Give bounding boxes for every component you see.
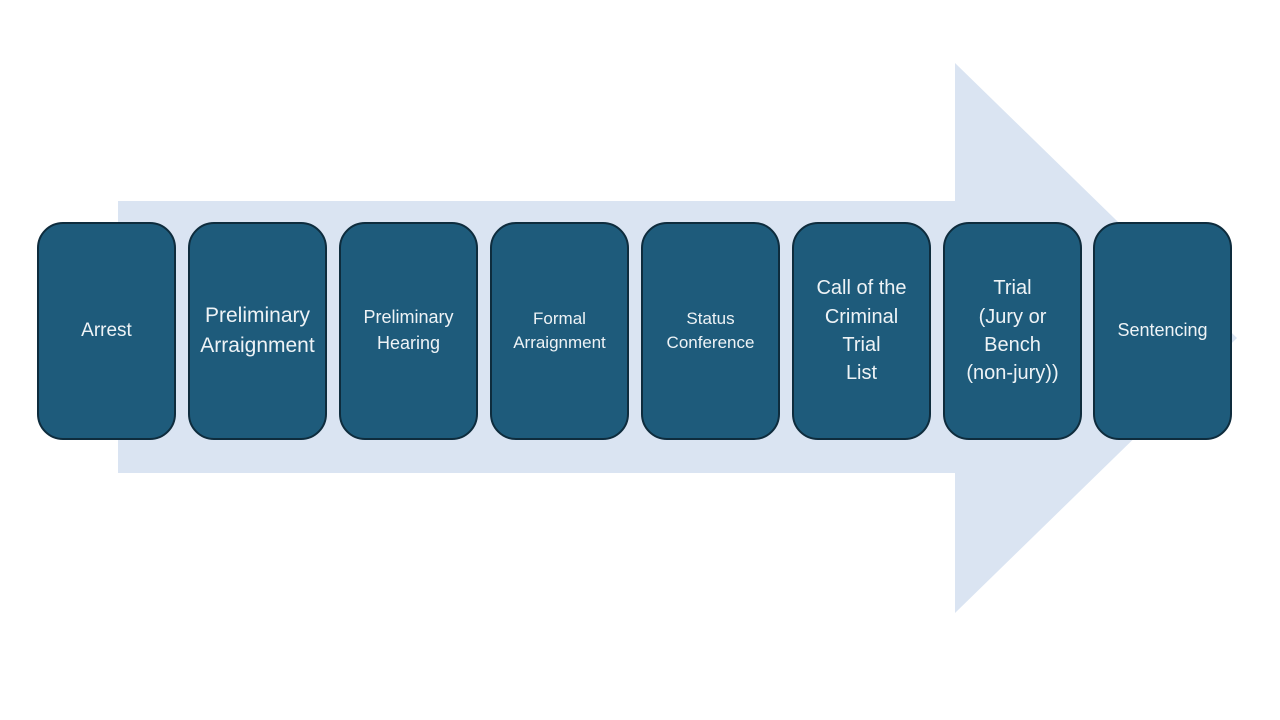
stage-box-preliminary-arraignment: Preliminary Arraignment: [188, 222, 327, 440]
stage-label: Call of the Criminal Trial List: [816, 277, 907, 385]
stage-label: Sentencing: [1117, 320, 1208, 341]
stage-box-arrest: Arrest: [37, 222, 176, 440]
stage-box-preliminary-hearing: Preliminary Hearing: [339, 222, 478, 440]
stage-label: Arrest: [81, 319, 132, 341]
stage-label: Formal Arraignment: [513, 308, 606, 352]
stage-label: Preliminary Hearing: [363, 307, 454, 353]
stage-box-formal-arraignment: Formal Arraignment: [490, 222, 629, 440]
stage-label: Trial (Jury or Bench (non-jury)): [966, 277, 1059, 385]
stage-box-sentencing: Sentencing: [1093, 222, 1232, 440]
stage-box-call-of-criminal-trial-list: Call of the Criminal Trial List: [792, 222, 931, 440]
stage-box-trial: Trial (Jury or Bench (non-jury)): [943, 222, 1082, 440]
stage-box-status-conference: Status Conference: [641, 222, 780, 440]
stage-label: Status Conference: [666, 308, 755, 352]
stage-label: Preliminary Arraignment: [200, 304, 315, 357]
